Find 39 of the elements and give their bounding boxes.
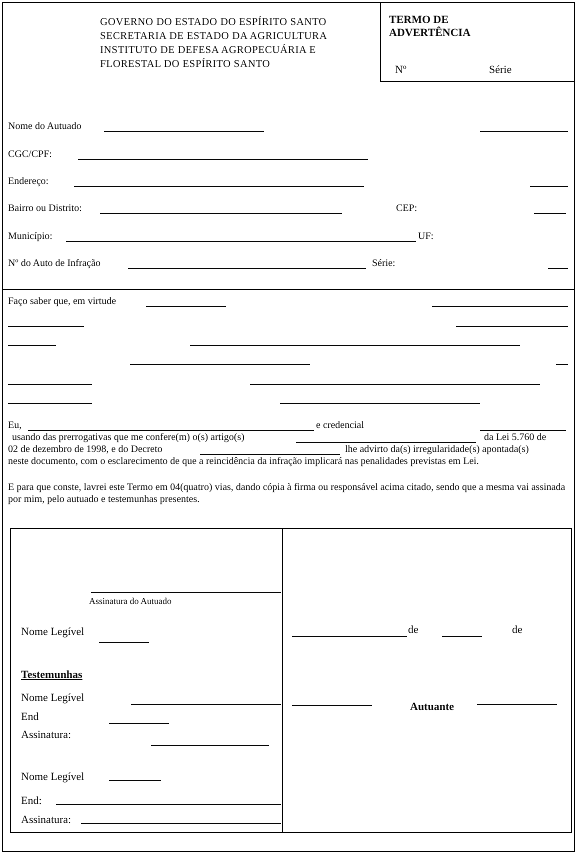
field-label: Nº do Auto de Infração [8, 258, 101, 270]
field-label: Nome Legível [21, 626, 84, 639]
field-label: da Lei 5.760 de [484, 432, 546, 444]
field-label: lhe advirto da(s) irregularidade(s) apontada(s) [345, 444, 529, 456]
field-label: Série [489, 64, 512, 77]
paragraph: E para que conste, lavrei este Termo em 04(quatro) vias, dando cópia à firma ou responsável acima citado, sendo que a mesma vai assinada por mim, pelo autuado e testemunhas presentes. [8, 482, 566, 506]
field-label: CEP: [396, 203, 418, 215]
field-label: End [21, 711, 39, 724]
field-label: Assinatura do Autuado [89, 595, 172, 608]
field-label: Nº [395, 64, 406, 77]
header-text: INSTITUTO DE DEFESA AGROPECUÁRIA E FLORESTAL DO ESPÍRITO SANTO [100, 44, 317, 72]
field-label: Eu, [8, 420, 22, 432]
field-label: Autuante [410, 701, 454, 714]
field-label: Endereço: [8, 176, 49, 188]
field-label: Nome Legível [21, 771, 84, 784]
field-label: Série: [372, 258, 396, 270]
field-label: 02 de dezembro de 1998, e do Decreto [8, 444, 162, 456]
field-label: de [408, 624, 418, 637]
header-text: GOVERNO DO ESTADO DO ESPÍRITO SANTO [100, 16, 327, 30]
field-label: End: [21, 795, 42, 808]
field-label: UF: [418, 231, 434, 243]
field-label: Testemunhas [21, 669, 82, 682]
field-label: Bairro ou Distrito: [8, 203, 82, 215]
field-label: e credencial [316, 420, 364, 432]
signature-panel [10, 528, 283, 833]
header-text: SECRETARIA DE ESTADO DA AGRICULTURA [100, 30, 328, 44]
field-label: Faço saber que, em virtude [8, 296, 116, 308]
field-label: CGC/CPF: [8, 149, 52, 161]
signature-panel [282, 528, 572, 833]
field-label: usando das prerrogativas que me confere(m) o(s) artigo(s) [12, 432, 244, 444]
field-label: Município: [8, 231, 52, 243]
form-title: TERMO DE ADVERTÊNCIA [389, 14, 472, 40]
field-label: Assinatura: [21, 729, 72, 742]
field-label: Assinatura: [21, 814, 72, 827]
field-label: Nome Legível [21, 692, 84, 705]
paragraph: neste documento, com o esclarecimento de que a reincidência da infração implicará nas penalidades previstas em Lei. [8, 456, 480, 468]
title-box [380, 2, 575, 82]
field-label: Nome do Autuado [8, 121, 82, 133]
field-label: de [512, 624, 522, 637]
